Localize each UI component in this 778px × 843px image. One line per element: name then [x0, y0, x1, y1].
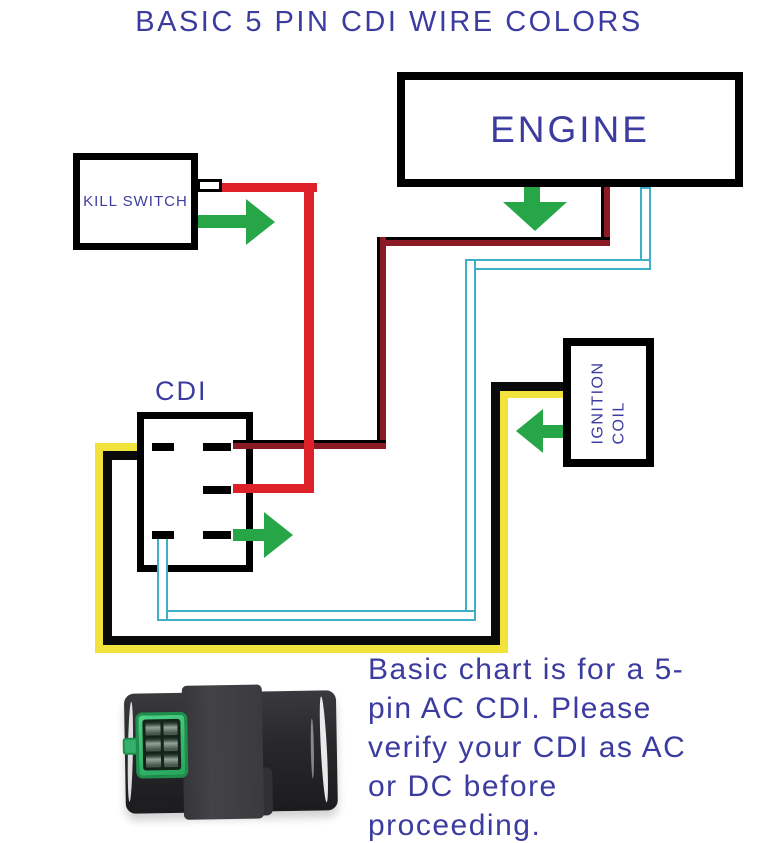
connector-pin	[145, 722, 161, 736]
kill-switch-terminal	[197, 179, 222, 192]
cdi-pin-bottom-left	[152, 531, 174, 539]
light-blue-wire-segment	[157, 536, 168, 621]
red-wire-segment	[233, 484, 314, 493]
black-wire-segment	[491, 382, 500, 645]
light-blue-wire-segment	[465, 259, 476, 621]
cdi-pin-bottom-right	[203, 531, 231, 539]
ignition-coil-label: IGNITION COIL	[563, 338, 654, 467]
engine-label: ENGINE	[490, 108, 650, 150]
cdi-pin-top-left	[152, 443, 174, 451]
cdi-pin-middle-right	[203, 486, 231, 494]
caption-line: or DC before	[368, 770, 558, 803]
arrow-head-right-icon	[264, 512, 293, 558]
engine-box: ENGINE	[397, 72, 743, 187]
light-blue-wire-segment	[157, 610, 476, 621]
caption-line: proceeding.	[368, 809, 542, 842]
arrow-stem	[198, 215, 248, 228]
black-red-wire-segment	[377, 237, 386, 449]
ignition-coil-label-line2: COIL	[610, 400, 628, 445]
connector-clip-tab	[122, 737, 138, 755]
black-red-wire-segment	[601, 187, 610, 246]
arrow-head-left-icon	[516, 409, 543, 453]
cdi-unit-connector-cavity	[142, 718, 182, 771]
black-wire-segment	[491, 382, 563, 391]
page-title: BASIC 5 PIN CDI WIRE COLORS	[135, 6, 643, 38]
cdi-label: CDI	[155, 376, 208, 406]
black-wire-segment	[103, 451, 112, 645]
black-wire-segment	[103, 451, 137, 460]
arrow-stem	[524, 187, 540, 204]
yellow-wire-segment	[95, 443, 137, 451]
light-blue-wire-segment	[465, 259, 651, 270]
cdi-unit-band	[181, 684, 265, 820]
arrow-stem	[541, 425, 563, 438]
caption-line: pin AC CDI. Please	[368, 692, 652, 725]
caption-text: Basic chart is for a 5- pin AC CDI. Plea…	[368, 650, 773, 843]
connector-pin	[162, 721, 178, 736]
yellow-wire-segment	[500, 390, 508, 653]
ignition-coil-label-line1: IGNITION	[589, 360, 607, 445]
black-red-wire-segment	[377, 237, 610, 246]
arrow-stem	[233, 529, 266, 541]
yellow-wire-segment	[95, 443, 103, 653]
connector-pin	[145, 738, 161, 752]
cdi-pin-top-right	[203, 443, 231, 451]
yellow-wire-segment	[500, 390, 563, 398]
connector-pin	[145, 754, 161, 768]
light-blue-wire-segment	[640, 187, 651, 270]
caption-line: verify your CDI as AC	[368, 731, 687, 764]
connector-pin	[163, 753, 179, 768]
arrow-head-right-icon	[246, 199, 275, 245]
arrow-head-down-icon	[503, 202, 567, 231]
connector-pin	[163, 737, 178, 752]
cdi-unit-photo	[105, 678, 358, 837]
kill-switch-box: KILL SWITCH	[73, 153, 198, 250]
yellow-wire-segment	[95, 645, 508, 653]
red-wire-segment	[220, 183, 317, 192]
red-wire-segment	[304, 183, 314, 493]
caption-line: Basic chart is for a 5-	[368, 653, 685, 686]
black-wire-segment	[103, 636, 500, 645]
ignition-coil-box	[563, 338, 654, 467]
kill-switch-label: KILL SWITCH	[83, 193, 188, 210]
